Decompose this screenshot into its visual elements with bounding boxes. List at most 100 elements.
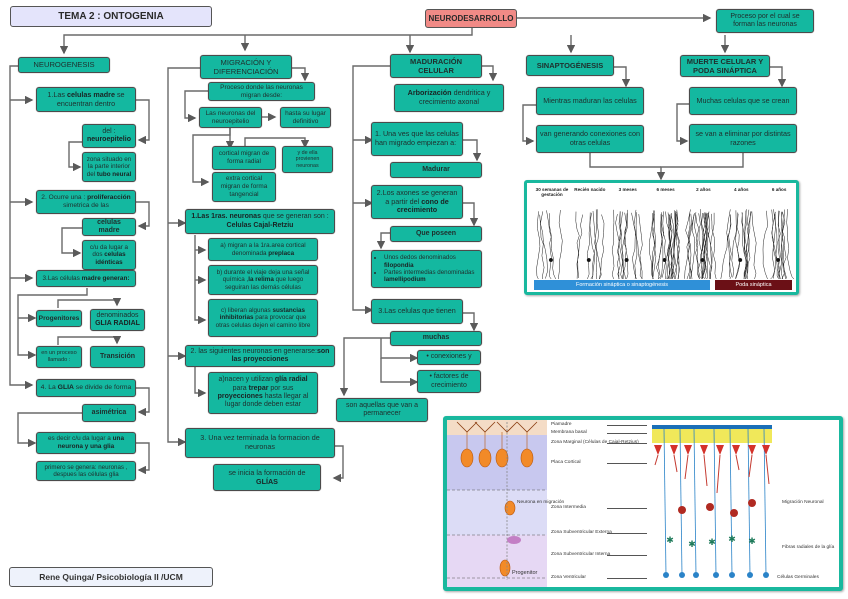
text: se divide de forma	[73, 383, 132, 391]
radial-fiber	[693, 428, 697, 576]
migrating-neuron	[748, 499, 756, 507]
text: a)nacen y utilizan	[218, 376, 275, 384]
text: por sus	[268, 384, 294, 392]
asimetrica-node[interactable]: asimétrica	[82, 404, 136, 422]
neurogenesis-step-1[interactable]: 1.Las celulas madre se encuentran dentro	[36, 87, 136, 112]
radial-fiber	[713, 428, 717, 576]
maduracion-step-3[interactable]: 3.Las celulas que tienen	[371, 299, 463, 324]
lugar-definitivo-node[interactable]: hasta su lugar definitivo	[280, 107, 331, 128]
text: 4. La	[40, 383, 58, 391]
text: dendritica y crecimiento axonal	[419, 88, 491, 106]
glia-radial-node[interactable]: denominados GLIA RADIAL	[90, 309, 145, 331]
zone-leader-line	[607, 443, 647, 444]
zone-label: Zona Marginal (Células de Cajal-Retzius)	[551, 440, 639, 445]
neuroepitelio-origin-node[interactable]: Las neuronas del neuroepitelio	[199, 107, 262, 128]
migracion-step-2[interactable]: 2. las siguientes neuronas en generarse:…	[185, 345, 335, 367]
text: 3.Las células	[42, 274, 82, 282]
fibras-radiales-label: Fibras radiales de la glía	[782, 545, 835, 550]
muerte-header[interactable]: MUERTE CELULAR Y PODA SINÁPTICA	[680, 55, 770, 77]
proceso-llamado-node[interactable]: en un proceso llamado :	[36, 346, 82, 368]
zone-leader-line	[607, 578, 647, 579]
neurogenesis-step-4[interactable]: 4. La GLIA se divide de forma	[36, 379, 136, 397]
maduracion-step-1[interactable]: 1. Una ves que las celulas han migrado e…	[371, 122, 463, 156]
migracion-proceso-node[interactable]: Proceso donde las neuronas migran desde:	[208, 82, 315, 101]
sinaptogenesis-step-1[interactable]: Mientras maduran las celulas	[536, 87, 644, 115]
pyramidal-neuron	[654, 445, 662, 455]
text: 2. las siguientes neuronas en generarse:	[190, 347, 318, 355]
formacion-glias-node[interactable]: se inicia la formación de GLÍAS	[213, 464, 321, 491]
pia-band	[447, 420, 547, 435]
maduracion-step-2[interactable]: 2.Los axones se generan a partir del con…	[371, 185, 463, 219]
madurar-node[interactable]: Madurar	[390, 162, 482, 178]
text: se inicia la formación de	[228, 467, 306, 477]
text: 1.Las	[47, 89, 68, 99]
sustancias-inhibitorias-node[interactable]: c) liberan algunas sustancias inhibitori…	[208, 299, 318, 337]
migracion-step-1[interactable]: 1.Las 1ras. neuronas que se generan son …	[185, 209, 335, 234]
membrane-band	[652, 425, 772, 429]
conexiones-node[interactable]: • conexiones y	[417, 350, 481, 365]
orden-generacion-node[interactable]: primero se genera: neuronas , despues la…	[36, 461, 136, 481]
sinaptogenesis-step-2[interactable]: van generando conexiones con otras celul…	[536, 125, 644, 153]
text: Unos dedos denominados	[384, 254, 456, 262]
migracion-step-3[interactable]: 3. Una vez terminada la formacion de neu…	[185, 428, 335, 458]
migracion-neuronal-label: Migración Neuronal	[782, 500, 824, 505]
provienen-neuronas-node[interactable]: y de ella provienen neuronas	[282, 146, 333, 173]
text-bold: GLÍAS	[256, 476, 278, 486]
neuroepitelio-node[interactable]: del : neuroepitelio	[82, 124, 136, 148]
que-poseen-node[interactable]: Que poseen	[390, 226, 482, 242]
cortical-radial-node[interactable]: cortical migran de forma radial	[212, 146, 276, 170]
glial-star: ✱	[708, 537, 716, 547]
preplaca-node[interactable]: a) migran a la 1ra.area cortical denomin…	[208, 238, 318, 261]
pyramidal-neuron	[716, 445, 724, 455]
text-bold: GLIA RADIAL	[95, 320, 140, 327]
text: c) liberan algunas	[220, 306, 273, 314]
arborizacion-node[interactable]: Arborización dendritica y crecimiento ax…	[394, 84, 504, 112]
neurogenesis-header[interactable]: NEUROGENESIS	[18, 57, 110, 73]
tubo-neural-node[interactable]: zona situado en la parte interior del tu…	[82, 152, 136, 182]
dendrite-column	[684, 209, 717, 280]
synapse-formation-bar: Formación sináptica o sinaptogénesis	[534, 280, 710, 290]
text-bold: preplaca	[268, 249, 295, 257]
neurogenesis-step-2[interactable]: 2. Ocurre una : proliferacción simetrica…	[36, 190, 136, 214]
text-bold: 1.Las 1ras. neuronas	[191, 213, 261, 221]
filopodia-lamellipodium-node[interactable]: Unos dedos denominados filopondia Partes…	[371, 250, 482, 288]
text-bold: Arborización	[407, 88, 452, 98]
radial-fiber	[729, 428, 733, 576]
germinal-cell	[679, 572, 685, 578]
transicion-node[interactable]: Transición	[90, 346, 145, 368]
figure-column-label: 6 años	[771, 187, 787, 192]
page-title: TEMA 2 : ONTOGENIA	[10, 6, 212, 27]
neuron-migration-label: Neurona en migración	[517, 500, 565, 505]
sinaptogenesis-header[interactable]: SINAPTOGÉNESIS	[526, 55, 614, 76]
zone-label: Zona Subventricular Interna	[551, 552, 611, 557]
muchas-node[interactable]: muchas	[390, 331, 482, 346]
root-definition-node[interactable]: Proceso por el cual se forman las neuron…	[716, 9, 814, 33]
author-footer: Rene Quinga/ Psicobiología II /UCM	[9, 567, 213, 587]
text-bold: lamellipodium	[384, 276, 426, 284]
pyramidal-neuron	[670, 445, 678, 455]
maduracion-header[interactable]: MADURACIÓN CELULAR	[390, 54, 482, 78]
neuron-migration-drawing	[447, 421, 547, 580]
extracortical-tangencial-node[interactable]: extra cortical migran de forma tangencia…	[212, 172, 276, 202]
muerte-step-1[interactable]: Muchas celulas que se crean	[689, 87, 797, 115]
muerte-step-2[interactable]: se van a eliminar por distintas razones	[689, 124, 797, 153]
celulas-madre-node[interactable]: celulas madre	[82, 218, 136, 236]
pyramidal-neuron	[748, 445, 756, 455]
migracion-header[interactable]: MIGRACIÓN Y DIFERENCIACIÓN	[200, 55, 292, 79]
neurona-glia-node[interactable]: es decir c/u da lugar a una neurona y un…	[36, 432, 136, 454]
glial-star: ✱	[666, 535, 674, 545]
permanecer-node[interactable]: son aquellas que van a permanecer	[336, 398, 428, 422]
text: denominados	[96, 311, 139, 319]
text: del :	[102, 127, 116, 135]
celulas-identicas-node[interactable]: c/u da lugar a dos celulas idénticas	[82, 240, 136, 270]
soma	[662, 257, 667, 263]
text: c/u da lugar a dos	[89, 243, 129, 259]
relima-node[interactable]: b) durante el viaje deja una señal quími…	[208, 265, 318, 295]
glia-radial-trepar-node[interactable]: a)nacen y utilizan glía radial para trep…	[208, 372, 318, 414]
root-node-neurodesarrollo[interactable]: NEURODESARROLLO	[425, 9, 517, 28]
progenitores-node[interactable]: Progenitores	[36, 310, 82, 327]
factores-crecimiento-node[interactable]: • factores de crecimiento	[417, 370, 481, 393]
neurogenesis-step-3[interactable]: 3.Las células madre generan:	[36, 270, 136, 287]
migrating-neuron	[730, 509, 738, 517]
marginal-band	[652, 429, 772, 443]
